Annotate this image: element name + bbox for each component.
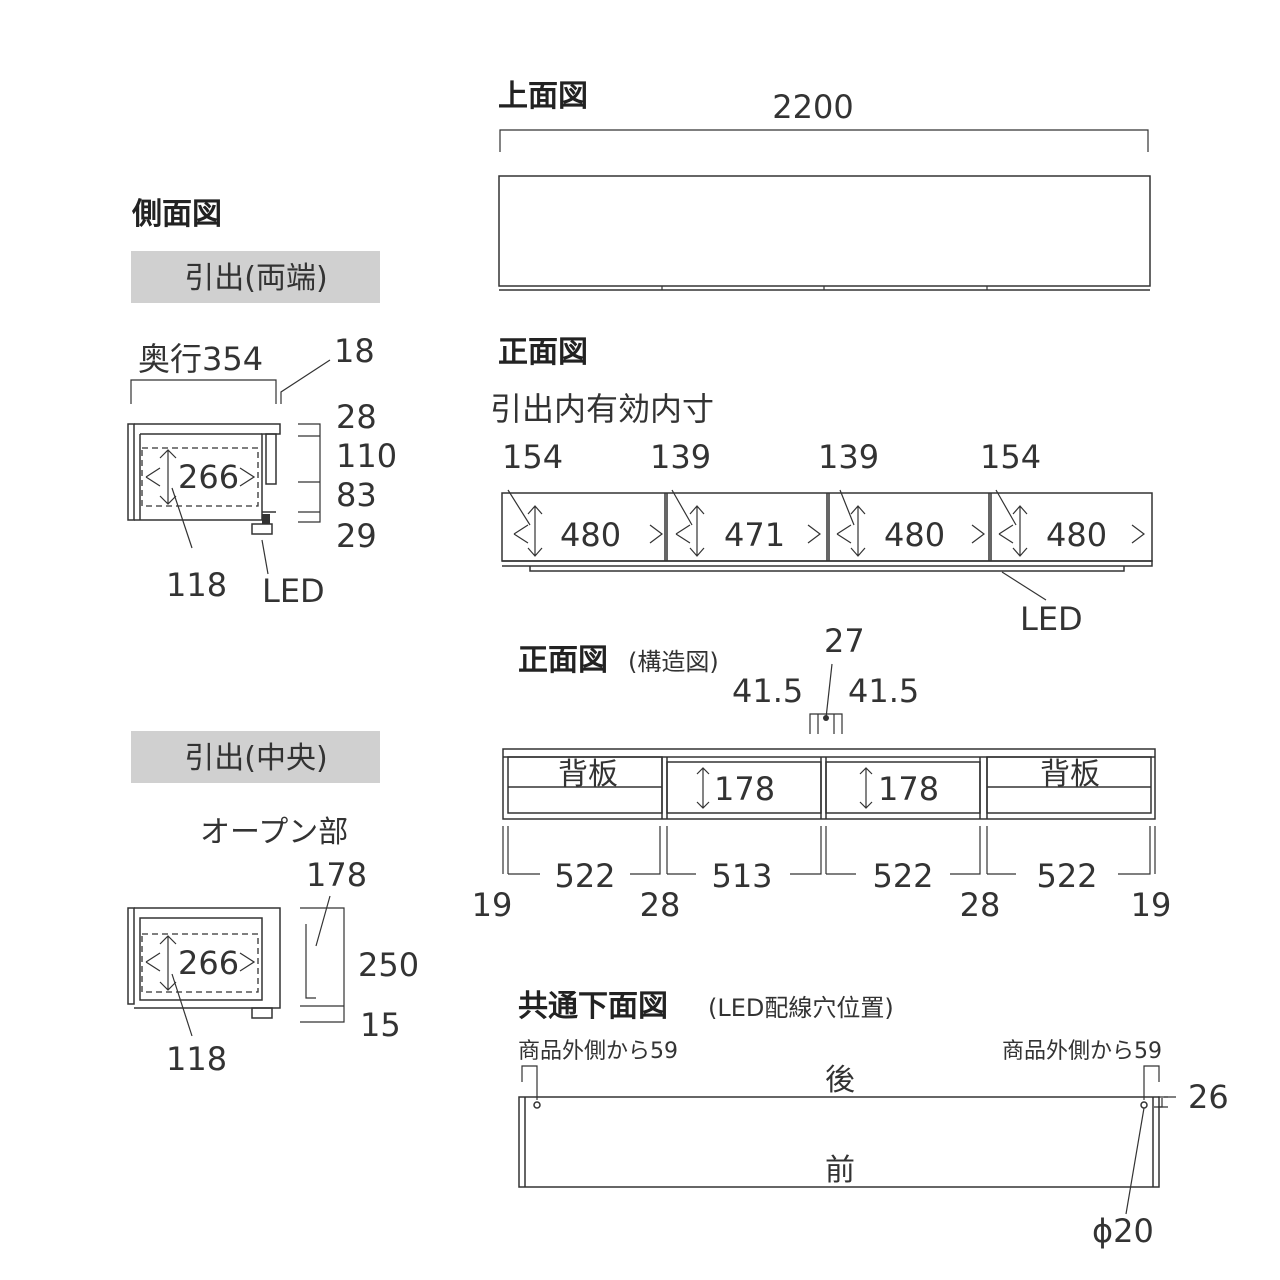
top-view-shape bbox=[498, 175, 1151, 291]
end-d18: 18 bbox=[334, 332, 375, 370]
end-d28: 28 bbox=[336, 398, 377, 436]
end-height-dim-lines bbox=[298, 423, 321, 523]
structure-gap-4: 19 bbox=[1131, 886, 1172, 924]
front-led-label: LED bbox=[1020, 600, 1083, 638]
bottom-front-label: 前 bbox=[825, 1153, 855, 1188]
structure-view-subtitle: (構造図) bbox=[628, 648, 719, 676]
structure-w-4: 522 bbox=[1036, 857, 1097, 895]
structure-w-3: 522 bbox=[872, 857, 933, 895]
end-drawer-label: 引出(両端) bbox=[184, 261, 327, 296]
structure-back-board-right: 背板 bbox=[1040, 757, 1100, 792]
structure-gap-2: 28 bbox=[640, 886, 681, 924]
structure-w-1: 522 bbox=[554, 857, 615, 895]
bottom-from-left: 商品外側から59 bbox=[518, 1039, 678, 1064]
end-drawer-banner bbox=[131, 251, 380, 303]
structure-d41-left: 41.5 bbox=[732, 672, 803, 710]
top-view-title: 上面図 bbox=[498, 79, 588, 114]
end-drawer-depth: 奥行354 bbox=[138, 340, 263, 378]
front-w-4: 480 bbox=[1046, 516, 1107, 554]
end-d29: 29 bbox=[336, 517, 377, 555]
depth-dim-line bbox=[130, 379, 277, 404]
center-d15: 15 bbox=[360, 1006, 401, 1044]
structure-gap-1: 19 bbox=[472, 886, 513, 924]
center-drawer-side-shape bbox=[127, 907, 281, 1037]
structure-d27-dot bbox=[823, 715, 829, 721]
bottom-back-label: 後 bbox=[825, 1063, 855, 1098]
bottom-from-right: 商品外側から59 bbox=[1002, 1039, 1162, 1064]
center-d250: 250 bbox=[358, 946, 419, 984]
structure-d27-dim bbox=[809, 663, 843, 734]
led-hole-right bbox=[1140, 1101, 1148, 1109]
end-d118: 118 bbox=[166, 566, 227, 604]
center-drawer-banner bbox=[131, 731, 380, 783]
bottom-view-subtitle: (LED配線穴位置) bbox=[708, 994, 894, 1022]
front-h-3: 139 bbox=[818, 438, 879, 476]
center-open-dim bbox=[305, 895, 331, 999]
structure-w-2: 513 bbox=[711, 857, 772, 895]
center-open-label: オープン部 bbox=[200, 815, 348, 850]
front-h-4: 154 bbox=[980, 438, 1041, 476]
front-h-1: 154 bbox=[502, 438, 563, 476]
bottom-hole-dia: ϕ20 bbox=[1092, 1212, 1154, 1250]
center-d178: 178 bbox=[306, 856, 367, 894]
end-d83: 83 bbox=[336, 476, 377, 514]
front-h-2: 139 bbox=[650, 438, 711, 476]
structure-d41-right: 41.5 bbox=[848, 672, 919, 710]
center-d266: 266 bbox=[178, 944, 239, 982]
bottom-view-shape bbox=[518, 1065, 1176, 1215]
side-view-title: 側面図 bbox=[131, 197, 222, 232]
structure-inner-h-left: 178 bbox=[714, 770, 775, 808]
d18-leader bbox=[280, 359, 331, 404]
center-d118: 118 bbox=[166, 1040, 227, 1078]
structure-view-title: 正面図 bbox=[518, 643, 608, 678]
front-w-3: 480 bbox=[884, 516, 945, 554]
structure-inner-h-right: 178 bbox=[878, 770, 939, 808]
bottom-view-title: 共通下面図 bbox=[518, 989, 668, 1024]
led-hole-left bbox=[533, 1101, 541, 1109]
end-drawer-side-shape bbox=[127, 423, 281, 575]
structure-d27: 27 bbox=[824, 622, 865, 660]
structure-back-board-left: 背板 bbox=[558, 757, 618, 792]
top-view-width: 2200 bbox=[772, 88, 853, 126]
bottom-d26: 26 bbox=[1188, 1078, 1229, 1116]
center-height-dim-lines bbox=[300, 907, 345, 1023]
front-w-2: 471 bbox=[724, 516, 785, 554]
front-w-1: 480 bbox=[560, 516, 621, 554]
center-drawer-label: 引出(中央) bbox=[184, 741, 327, 776]
structure-view-shape bbox=[502, 748, 1156, 875]
end-d266: 266 bbox=[178, 458, 239, 496]
top-width-dim-line bbox=[499, 129, 1149, 152]
structure-gap-3: 28 bbox=[960, 886, 1001, 924]
front-view-title: 正面図 bbox=[498, 335, 588, 370]
front-view-shape bbox=[501, 489, 1153, 601]
end-d110: 110 bbox=[336, 437, 397, 475]
front-inner-label: 引出内有効内寸 bbox=[490, 390, 714, 428]
end-led-label: LED bbox=[262, 572, 325, 610]
